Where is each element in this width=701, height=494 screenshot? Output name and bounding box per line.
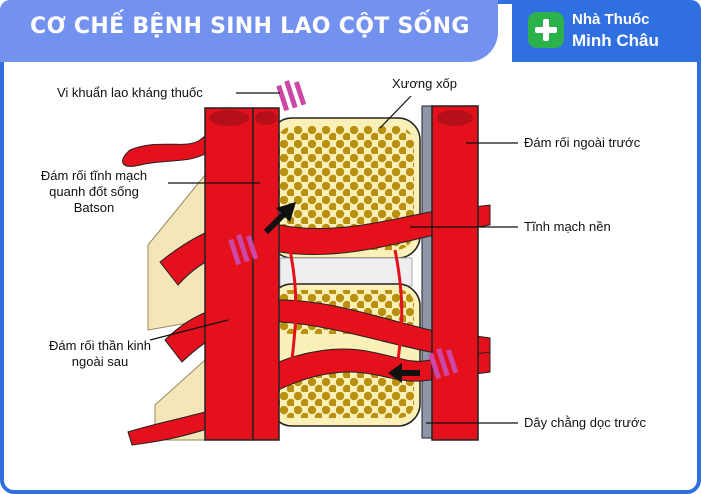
spread-arrow-upper xyxy=(263,202,296,235)
anterior-external-plexus-column xyxy=(431,105,479,441)
brand-name-line2: Minh Châu xyxy=(572,31,659,50)
batson-plexus-column-inner xyxy=(252,107,280,441)
label-anterior-plexus: Đám rối ngoài trước xyxy=(524,135,641,150)
label-batson-plexus: Đám rối tĩnh mạch quanh đốt sống Batson xyxy=(40,168,148,215)
basivertebral-vein-lower xyxy=(249,348,491,399)
batson-plexus-column-outer xyxy=(204,107,254,441)
label-spongy-bone: Xương xốp xyxy=(392,76,457,91)
plus-icon xyxy=(528,12,564,48)
bacteria-icon-top xyxy=(276,80,307,112)
page-title: CƠ CHẾ BỆNH SINH LAO CỘT SỐNG xyxy=(30,14,470,39)
label-bacteria: Vi khuẩn lao kháng thuốc xyxy=(57,85,203,100)
anterior-ligament xyxy=(421,105,433,439)
label-anterior-ligament: Dây chằng dọc trước xyxy=(524,415,647,430)
brand-name-line1: Nhà Thuốc xyxy=(572,11,650,28)
label-basivertebral-vein: Tĩnh mạch nền xyxy=(524,219,611,234)
label-posterior-plexus: Đám rối thần kinh ngoài sau xyxy=(49,338,151,369)
spread-arrow-lower xyxy=(388,363,420,383)
leader-lines xyxy=(149,92,518,424)
title-banner: CƠ CHẾ BỆNH SINH LAO CỘT SỐNG xyxy=(0,0,498,62)
brand-logo: Nhà Thuốc Minh Châu xyxy=(512,0,701,62)
left-tortuous-vessel xyxy=(122,131,213,167)
intervertebral-disc xyxy=(279,257,413,287)
